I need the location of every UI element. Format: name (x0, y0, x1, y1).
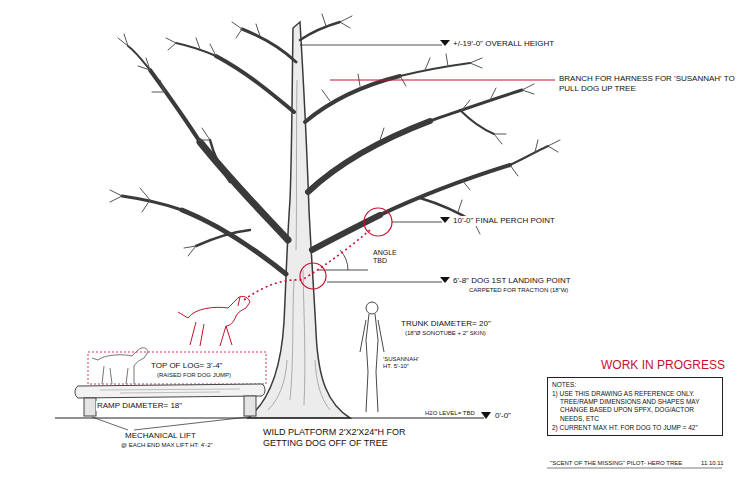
ramp-dimension: RAMP DIAMETER= 18" (96, 401, 183, 411)
perch-label: 10'-0" FINAL PERCH POINT (452, 216, 556, 226)
lift-note: @ EACH END MAX LIFT HT: 4'-2" (120, 442, 214, 449)
harness-callout: BRANCH FOR HARNESS FOR 'SUSANNAH' TO PUL… (558, 74, 742, 93)
landing-note: CARPETED FOR TRACTION (18"W) (468, 287, 569, 294)
trunk-note: (18"Ø SONOTUBE + 2" SKIN) (404, 330, 487, 337)
notes-heading: NOTES: (552, 381, 718, 389)
log-grain (100, 389, 240, 393)
actor-height: 'SUSANNAH' HT. 5'-10" (382, 356, 426, 370)
note-item: 2) CURRENT MAX HT. FOR DOG TO JUMP = 42" (552, 424, 718, 432)
drawing-date: 11.10.11 (700, 460, 724, 467)
standing-dog (92, 348, 148, 384)
tree-branches (122, 22, 548, 274)
angle-arc (318, 250, 368, 270)
level-markers (55, 40, 491, 419)
actor-figure (360, 302, 384, 412)
status-stamp: WORK IN PROGRESS (600, 358, 726, 372)
platform-label: WILD PLATFORM 2'X2'X24"H FOR GETTING DOG… (262, 427, 424, 449)
lift-label: MECHANICAL LIFT (124, 431, 197, 441)
jump-path (244, 230, 370, 300)
water-level: H2O LEVEL= TBD (424, 410, 476, 417)
log-height-box (88, 352, 266, 384)
tree-twigs (110, 14, 560, 256)
note-item: 1) USE THIS DRAWING AS REFERENCE ONLY. T… (552, 390, 718, 423)
landing-label: 6'-8" DOG 1ST LANDING POINT (452, 276, 572, 286)
trunk-dimension: TRUNK DIAMETER= 20" (400, 319, 492, 329)
title-rule (547, 468, 722, 469)
lift-leaders (92, 417, 248, 430)
perch-circle (364, 208, 392, 236)
tree-trunk (248, 22, 350, 418)
notes-box: NOTES:1) USE THIS DRAWING AS REFERENCE O… (547, 377, 723, 436)
mechanical-lifts (84, 396, 256, 416)
datum-level: 0'-0" (494, 411, 512, 421)
jumping-dog (178, 296, 250, 346)
drawing-title: "SCENT OF THE MISSING" PILOT- HERO TREE (549, 460, 683, 467)
log-note: (RAISED FOR DOG JUMP) (156, 372, 232, 379)
height-label: +/-19'-0" OVERALL HEIGHT (452, 39, 555, 49)
harness-leader (330, 80, 555, 81)
log-height: TOP OF LOG= 3'-4" (150, 361, 223, 371)
log-ramp (75, 384, 265, 398)
angle-label: ANGLE TBD (372, 249, 404, 266)
